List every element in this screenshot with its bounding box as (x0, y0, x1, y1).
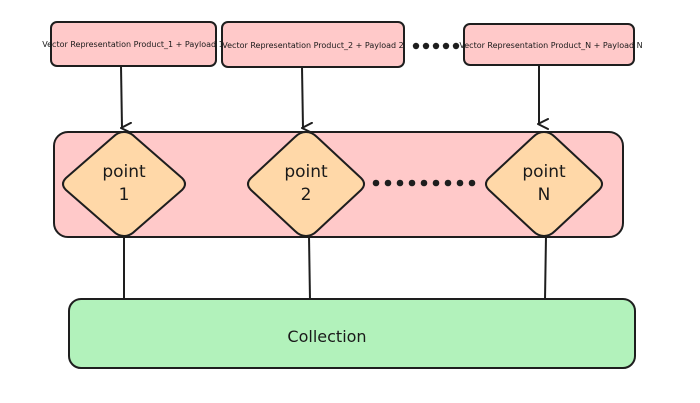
collection-box-shape (68, 298, 636, 369)
vector-ellipsis (412, 42, 460, 50)
vector-box-1: Vector Representation Product_1 + Payloa… (42, 21, 224, 67)
point-node-2: point 2 (247, 130, 365, 238)
vector-box-2-label: Vector Representation Product_2 + Payloa… (222, 41, 403, 50)
point-node-1-index: 1 (119, 185, 130, 205)
point-node-1-shape (62, 130, 186, 238)
point-node-n-word: point (522, 162, 566, 182)
point-node-2-shape (247, 130, 365, 238)
point-node-2-index: 2 (301, 185, 312, 205)
vector-box-n: Vector Representation Product_N + Payloa… (459, 23, 643, 66)
collection-label: Collection (287, 327, 366, 346)
point-node-n-index: N (538, 185, 551, 205)
vector-box-1-label: Vector Representation Product_1 + Payloa… (42, 40, 223, 49)
vector-box-n-shape (463, 23, 635, 66)
vector-box-2: Vector Representation Product_2 + Payloa… (221, 21, 405, 68)
point-node-n-shape (485, 130, 603, 238)
point-ellipsis (372, 179, 476, 187)
collection-box: Collection (68, 298, 636, 369)
point-2-to-collection-line (308, 235, 311, 301)
point-node-n: point N (485, 130, 603, 238)
point-node-2-word: point (284, 162, 328, 182)
vector-box-n-label: Vector Representation Product_N + Payloa… (459, 41, 642, 50)
point-node-1: point 1 (62, 130, 186, 238)
arrow-vector-2-to-point-2 (301, 66, 314, 134)
arrow-vector-1-to-point-1 (120, 65, 133, 134)
point-n-to-collection-line (544, 235, 547, 301)
point-node-1-word: point (102, 162, 146, 182)
vector-box-2-shape (221, 21, 405, 68)
vector-box-1-shape (50, 21, 217, 67)
